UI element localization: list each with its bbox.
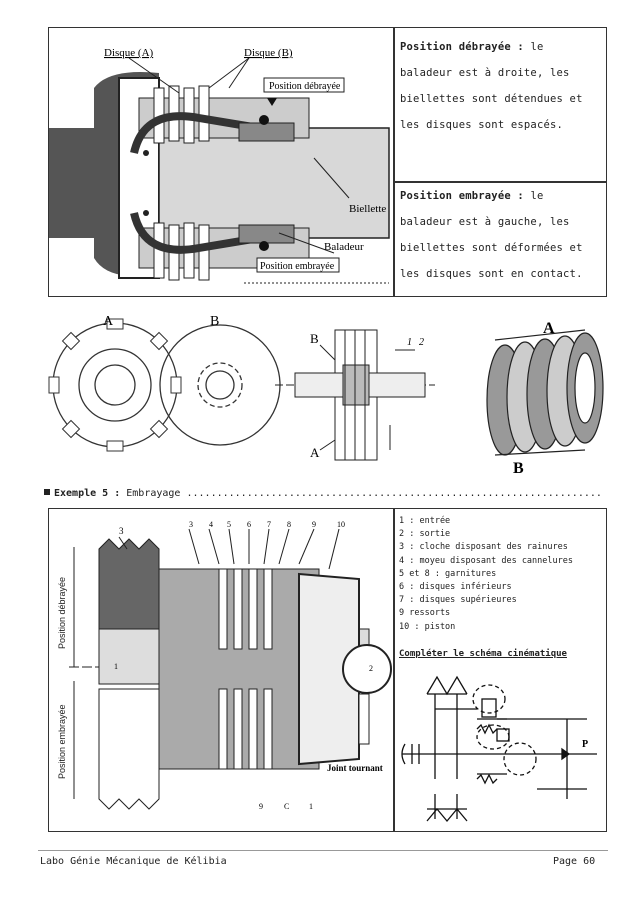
mark-7: 7: [267, 520, 271, 529]
mark-4: 4: [209, 520, 213, 529]
desc-embrayee-title: Position embrayée :: [400, 190, 524, 202]
mark-1: 1: [114, 662, 118, 671]
desc-debrayee-text: le baladeur est à droite, les biellettes…: [400, 41, 583, 131]
bullet-icon: [44, 489, 50, 495]
legend-item: 6 : disques inférieurs: [399, 582, 512, 593]
legend-item: 1 : entrée: [399, 516, 451, 526]
legend-box: 1 : entrée 2 : sortie 3 : cloche disposa…: [394, 508, 607, 832]
kinematic-title: Compléter le schéma cinématique: [399, 649, 567, 659]
mark-10: 10: [337, 520, 345, 529]
desc-embrayee-box: Position embrayée : le baladeur est à ga…: [394, 182, 607, 297]
kinematic-diagram: P: [401, 675, 597, 823]
label-position-embrayee: Position embrayée: [260, 261, 335, 272]
label-disque-a: Disque (A): [104, 47, 154, 59]
label-disque-b: Disque (B): [244, 47, 293, 59]
disks-illustration: A B B A 1 2 A B: [48, 314, 604, 477]
section-a-label: A: [310, 445, 320, 460]
mark-8: 8: [287, 520, 291, 529]
clutch-assembly-drawing: 3 3 4 5 6 7 8 9 10 1 2 9 C 1 Joint tourn…: [69, 520, 392, 811]
footer-rule: [38, 850, 608, 851]
footer-right: Page 60: [553, 856, 596, 867]
kinematic-p-label: P: [582, 739, 588, 750]
mark-5: 5: [227, 520, 231, 529]
clutch-drawing-box: Position débrayée Position embrayée 3 3 …: [48, 508, 394, 832]
clutch-section-drawing: Disque (A) Disque (B) Position débrayée …: [49, 47, 390, 284]
legend-item: 2 : sortie: [399, 529, 451, 540]
legend-item: 5 et 8 : garnitures: [399, 568, 497, 579]
label-baladeur: Baladeur: [324, 241, 364, 253]
side-label-embrayee: Position embrayée: [57, 704, 67, 779]
example-heading: Exemple 5 : Embrayage ..................…: [44, 488, 604, 499]
mark-9: 9: [312, 520, 316, 529]
mark-6: 6: [247, 520, 251, 529]
mark-3: 3: [189, 520, 193, 529]
mark-c: C: [284, 802, 289, 811]
mark-2: 2: [369, 664, 373, 673]
label-position-debrayee: Position débrayée: [269, 81, 341, 92]
legend-item: 4 : moyeu disposant des cannelures: [399, 555, 573, 566]
disk-b-label: B: [210, 314, 219, 329]
mark-1-bottom: 1: [309, 802, 313, 811]
legend-list: 1 : entrée 2 : sortie 3 : cloche disposa…: [399, 515, 573, 634]
desc-debrayee-box: Position débrayée : le baladeur est à dr…: [394, 27, 607, 182]
legend-item: 9 ressorts: [399, 608, 451, 619]
mark-9-bottom: 9: [259, 802, 263, 811]
example-title: Exemple 5 :: [54, 488, 121, 499]
dim-1-label: 1: [407, 337, 412, 348]
desc-debrayee-title: Position débrayée :: [400, 41, 524, 53]
footer-left: Labo Génie Mécanique de Kélibia: [40, 856, 227, 867]
side-label-debrayee: Position débrayée: [57, 576, 67, 649]
desc-embrayee-text: le baladeur est à gauche, les biellettes…: [400, 190, 583, 280]
section-b-label: B: [310, 331, 319, 346]
legend-item: 3 : cloche disposant des rainures: [399, 542, 568, 553]
legend-item: 10 : piston: [399, 621, 456, 632]
joint-tournant-label: Joint tournant: [327, 763, 383, 773]
disk-a-label: A: [103, 314, 114, 329]
top-figure-box: Disque (A) Disque (B) Position débrayée …: [48, 27, 394, 297]
legend-item: 7 : disques supérieures: [399, 595, 517, 606]
exploded-a-label: A: [543, 320, 555, 337]
label-biellette: Biellette: [349, 203, 386, 215]
exploded-b-label: B: [513, 460, 524, 477]
example-subject: Embrayage: [126, 488, 181, 499]
example-dots: ........................................…: [186, 488, 604, 499]
dim-2-label: 2: [419, 337, 424, 348]
mark-3-top: 3: [119, 526, 124, 536]
